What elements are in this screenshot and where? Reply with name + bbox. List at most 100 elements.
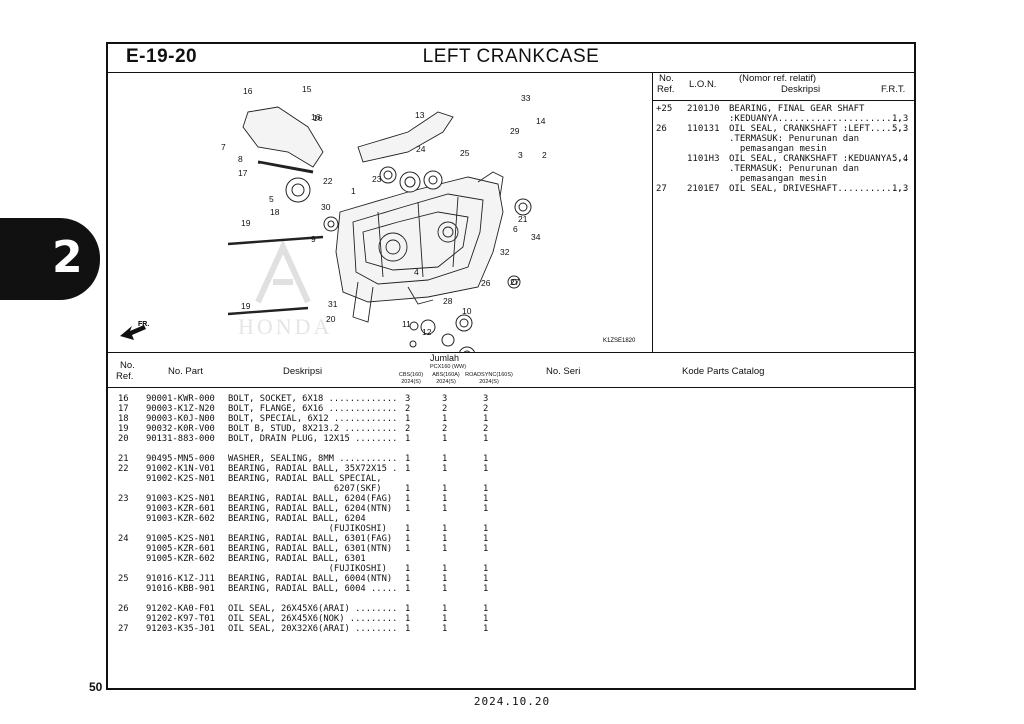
callout-label: 1 bbox=[351, 186, 356, 196]
table-row bbox=[108, 444, 914, 454]
cell-q3: 1 bbox=[483, 414, 489, 424]
crankcase-body bbox=[335, 171, 504, 323]
ref-cell-frt: 5,3 bbox=[892, 124, 909, 134]
watermark-text: HONDA bbox=[238, 314, 332, 339]
callout-label: 24 bbox=[416, 144, 426, 154]
cell-ref: 16 bbox=[118, 394, 129, 404]
left-bracket bbox=[242, 106, 454, 175]
cell-q3: 2 bbox=[483, 424, 489, 434]
cell-part: 90131-883-000 bbox=[146, 434, 215, 444]
th-col1-bot: 2024(S) bbox=[401, 379, 421, 385]
ref-cell-lon: 2101E7 bbox=[687, 184, 720, 194]
cell-desc: (FUJIKOSHI) bbox=[228, 564, 387, 574]
callout-label: 12 bbox=[422, 327, 432, 337]
cell-ref: 21 bbox=[118, 454, 129, 464]
callout-label: 30 bbox=[321, 202, 331, 212]
cell-desc: WASHER, SEALING, 8MM ........... bbox=[228, 454, 398, 464]
cell-part: 91016-KBB-901 bbox=[146, 584, 215, 594]
cell-q3: 3 bbox=[483, 394, 489, 404]
callout-label: 29 bbox=[510, 126, 520, 136]
cell-desc: BEARING, RADIAL BALL, 6204(NTN) bbox=[228, 504, 393, 514]
cell-q3: 1 bbox=[483, 604, 489, 614]
callout-label: 16 bbox=[313, 113, 323, 123]
chapter-tab-number: 2 bbox=[52, 232, 83, 283]
cell-q1: 1 bbox=[405, 484, 411, 494]
cell-q3: 1 bbox=[483, 534, 489, 544]
cell-desc: (FUJIKOSHI) bbox=[228, 524, 387, 534]
callout-label: 33 bbox=[521, 93, 531, 103]
th-col1-top: CBS(160) bbox=[398, 372, 424, 378]
cell-q1: 1 bbox=[405, 534, 411, 544]
callout-label: 4 bbox=[414, 267, 419, 277]
ref-cell-lon: 2101J0 bbox=[687, 104, 720, 114]
ref-cell-desc: :KEDUANYA....................... bbox=[729, 114, 903, 124]
figure-code: K1ZSE1820 bbox=[603, 338, 636, 344]
section-code: E-19-20 bbox=[126, 46, 198, 67]
front-label: FR. bbox=[138, 321, 149, 328]
cell-ref: 23 bbox=[118, 494, 129, 504]
cell-part: 91005-KZR-601 bbox=[146, 544, 215, 554]
cell-part: 91003-KZR-601 bbox=[146, 504, 215, 514]
ref-cell-desc: .TERMASUK: Penurunan dan bbox=[729, 164, 860, 174]
cell-q3: 1 bbox=[483, 454, 489, 464]
callout-label: 15 bbox=[302, 84, 312, 94]
cell-desc: BEARING, RADIAL BALL, 35X72X15 . bbox=[228, 464, 398, 474]
ref-cell-lon: 1101H3 bbox=[687, 154, 720, 164]
crankcase-drawing: HONDA bbox=[120, 84, 636, 352]
callout-label: 32 bbox=[500, 247, 510, 257]
cell-q3: 1 bbox=[483, 614, 489, 624]
table-row: 27 91203-K35-J01 OIL SEAL, 20X32X6(ARAI) .… bbox=[108, 624, 914, 634]
honda-watermark: HONDA bbox=[238, 239, 332, 339]
ref-header-lon: L.O.N. bbox=[689, 79, 717, 90]
cell-ref: 24 bbox=[118, 534, 129, 544]
cell-q1: 2 bbox=[405, 404, 411, 414]
cell-q1: 1 bbox=[405, 544, 411, 554]
th-model: PCX160 (WW) bbox=[429, 364, 467, 370]
callout-label: 26 bbox=[481, 278, 491, 288]
cell-part: 91203-K35-J01 bbox=[146, 624, 215, 634]
callout-label: 22 bbox=[323, 176, 333, 186]
th-col2-bot: 2024(S) bbox=[436, 379, 456, 385]
cell-desc: BEARING, RADIAL BALL SPECIAL, bbox=[228, 474, 382, 484]
cell-desc: BEARING, RADIAL BALL, 6204 bbox=[228, 514, 366, 524]
cell-desc: 6207(SKF) bbox=[228, 484, 382, 494]
cell-desc: BOLT, DRAIN PLUG, 12X15 ........ bbox=[228, 434, 398, 444]
cell-part: 91002-K2S-N01 bbox=[146, 474, 215, 484]
th-ref: Ref. bbox=[116, 371, 134, 382]
cell-q1: 2 bbox=[405, 424, 411, 434]
th-part: No. Part bbox=[168, 366, 203, 377]
cell-desc: OIL SEAL, 20X32X6(ARAI) ........ bbox=[228, 624, 398, 634]
cell-q2: 1 bbox=[442, 624, 448, 634]
cell-part: 90495-MN5-000 bbox=[146, 454, 215, 464]
table-row bbox=[108, 594, 914, 604]
cell-q1: 1 bbox=[405, 574, 411, 584]
cell-q2: 1 bbox=[442, 494, 448, 504]
ref-cell-no: +25 bbox=[656, 104, 673, 114]
print-date: 2024.10.20 bbox=[473, 695, 551, 708]
cell-q3: 1 bbox=[483, 624, 489, 634]
parts-table-header: No. Ref. No. Part Deskripsi Jumlah PCX16… bbox=[108, 352, 914, 388]
callout-label: 10 bbox=[462, 306, 472, 316]
cell-q1: 1 bbox=[405, 464, 411, 474]
callout-label: 7 bbox=[221, 142, 226, 152]
callout-label: 19 bbox=[241, 301, 251, 311]
callout-label: 16 bbox=[311, 112, 321, 122]
cell-ref: 27 bbox=[118, 624, 129, 634]
cell-desc: BEARING, RADIAL BALL, 6204(FAG) bbox=[228, 494, 393, 504]
cell-q3: 1 bbox=[483, 484, 489, 494]
cell-q2: 1 bbox=[442, 464, 448, 474]
cell-q2: 1 bbox=[442, 534, 448, 544]
cell-desc: BOLT B, STUD, 8X213.2 .......... bbox=[228, 424, 398, 434]
cell-q2: 1 bbox=[442, 584, 448, 594]
callout-label: 20 bbox=[326, 314, 336, 324]
page-number: 50 bbox=[89, 680, 103, 694]
